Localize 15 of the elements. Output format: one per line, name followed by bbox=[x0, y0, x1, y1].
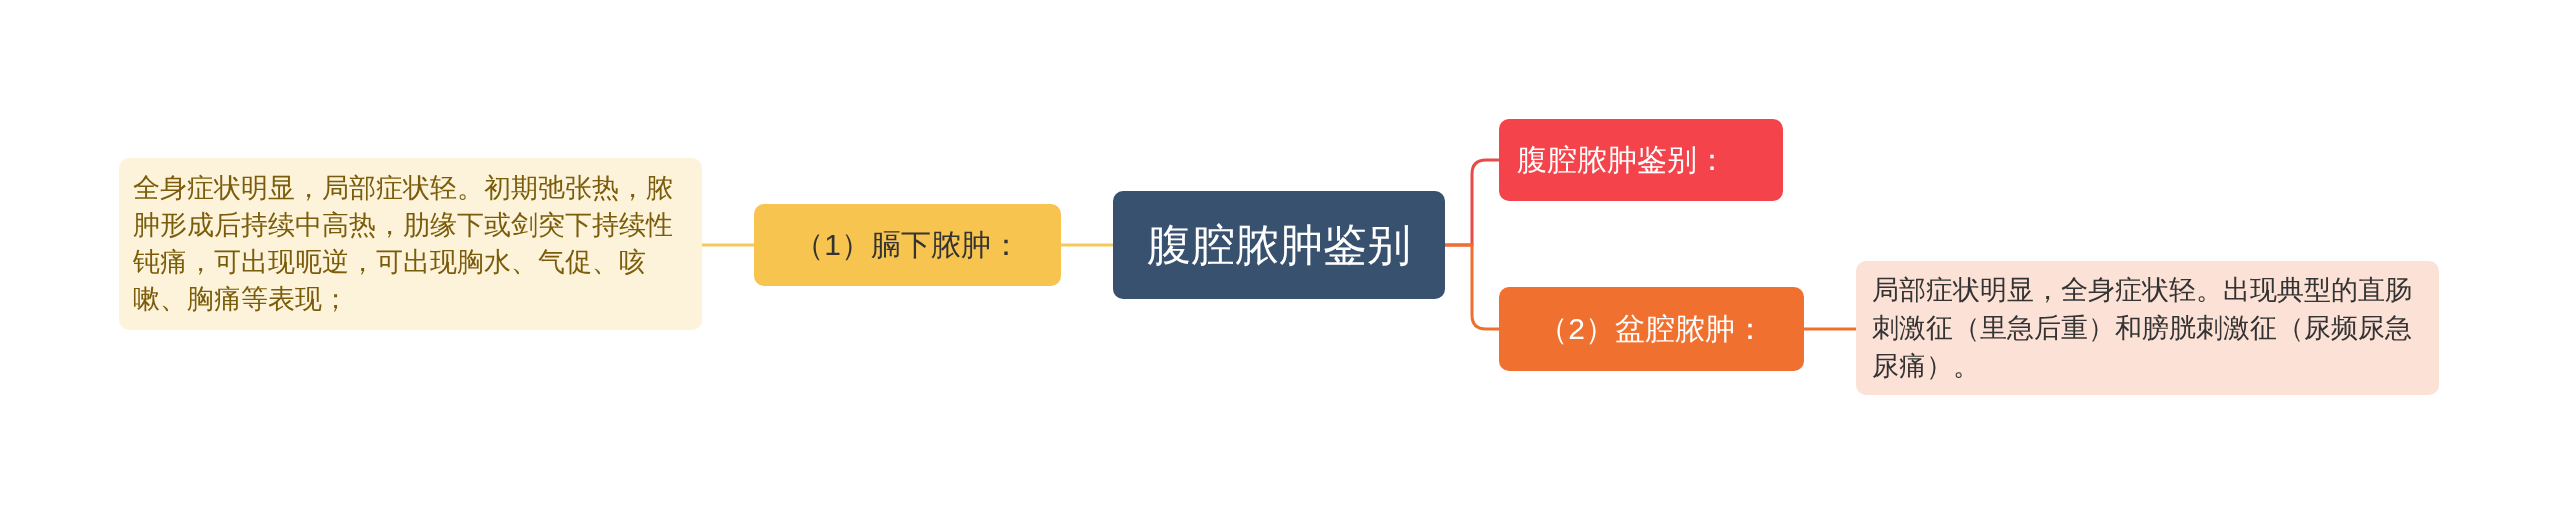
connector-line bbox=[1061, 243, 1113, 247]
subtopic-box bbox=[1499, 287, 1804, 371]
connector-line bbox=[702, 243, 754, 247]
node-text: 局部症状明显，全身症状轻。出现典型的直肠刺激征（里急后重）和膀胱刺激征（尿频尿急尿痛）。 bbox=[1872, 274, 2413, 383]
connector-line bbox=[1804, 327, 1856, 331]
subtopic-box bbox=[754, 204, 1061, 286]
subtopic-box bbox=[1499, 119, 1783, 201]
node-text: 全身症状明显，局部症状轻。初期弛张热，脓肿形成后持续中高热，肋缘下或剑突下持续性钝痛，可出现呃逆，可出现胸水、气促、咳嗽、胸痛等表现； bbox=[133, 172, 674, 316]
note-box bbox=[119, 158, 702, 330]
node-text: 腹腔脓肿鉴别 bbox=[1147, 218, 1411, 271]
node-text: （1）膈下脓肿： bbox=[794, 226, 1021, 263]
node-text: （2）盆腔脓肿： bbox=[1538, 310, 1765, 347]
note-box bbox=[1856, 261, 2439, 395]
node-text: 腹腔脓肿鉴别： bbox=[1517, 141, 1727, 178]
topic-box bbox=[1113, 191, 1445, 299]
